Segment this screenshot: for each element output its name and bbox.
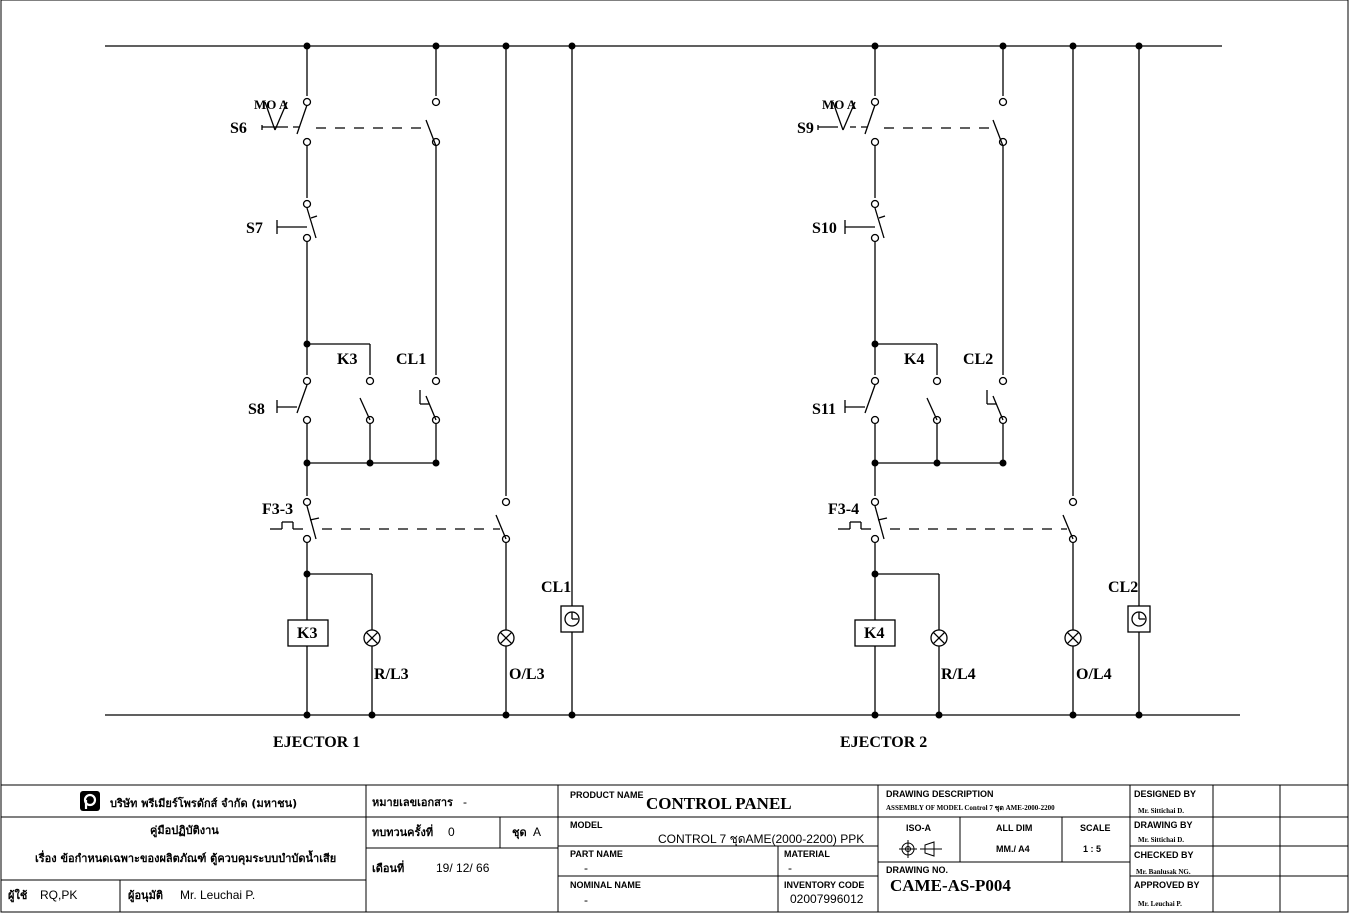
dim-label: ALL DIM [996, 823, 1032, 833]
designed-by-value: Mr. Sittichai D. [1138, 807, 1184, 815]
inventory-code-label: INVENTORY CODE [784, 880, 864, 890]
mode-label-2: MO A [822, 97, 857, 112]
doc-no-label: หมายเลขเอกสาร [372, 796, 453, 809]
approver-label: ผู้อนุมัติ [128, 889, 163, 903]
title-block [1, 784, 1349, 912]
dim-value: MM./ A4 [996, 844, 1030, 854]
start-label-1: S8 [248, 401, 265, 418]
model-value: CONTROL 7 ชุดAME(2000-2200) PPK [658, 832, 864, 847]
user-value: RQ,PK [40, 888, 77, 902]
ejector-1-title: EJECTOR 1 [273, 734, 360, 751]
revision-label: ทบทวนครั้งที่ [372, 824, 433, 839]
start-label-2: S11 [812, 401, 836, 418]
iso-label: ISO-A [906, 823, 932, 833]
drawing-desc-label: DRAWING DESCRIPTION [886, 789, 994, 799]
stop-label-1: S7 [246, 220, 263, 237]
timer-contact-label-2: CL2 [963, 351, 993, 368]
ejector-2-circuit [650, 45, 1240, 716]
ejector-2-junctions [871, 42, 1143, 719]
run-lamp-label-1: R/L3 [374, 666, 409, 683]
approved-by-value: Mr. Leuchai P. [1138, 900, 1182, 908]
checked-by-value: Mr. Banlusak NG. [1136, 868, 1191, 876]
approver-value: Mr. Leuchai P. [180, 888, 255, 902]
projection-symbol-icon [899, 840, 942, 858]
set-value: A [533, 825, 541, 839]
month-label: เดือนที่ [372, 860, 404, 875]
coil-k4-box [854, 619, 896, 647]
user-label: ผู้ใช้ [8, 888, 28, 903]
ejector-1-circuit [105, 45, 650, 716]
doc-no-value: - [463, 795, 467, 809]
mode-label-1: MO A [254, 97, 289, 112]
ejector-2-labels: MO A S9 S10 K4 CL2 S11 F3-4 K4 R/L4 O/L4… [797, 97, 1138, 751]
subject-title: เรื่อง ข้อกำหนดเฉพาะของผลิตภัณฑ์ ตู้ควบค… [35, 850, 336, 866]
coil-label-2: K4 [864, 625, 884, 642]
model-label: MODEL [570, 820, 603, 830]
overload-label-2: F3-4 [828, 501, 859, 518]
ejector-1-junctions [303, 42, 576, 719]
timer-contact-label-1: CL1 [396, 351, 426, 368]
company-logo [80, 791, 100, 811]
drawing-by-label: DRAWING BY [1134, 820, 1193, 830]
title-block-text: บริษัท พรีเมียร์โพรดักส์ จำกัด (มหาชน) ห… [8, 789, 1200, 908]
manual-title: คู่มือปฏิบัติงาน [150, 824, 219, 838]
scale-label: SCALE [1080, 823, 1111, 833]
timer-label-1: CL1 [541, 579, 571, 596]
scale-value: 1 : 5 [1083, 844, 1101, 854]
company-name: บริษัท พรีเมียร์โพรดักส์ จำกัด (มหาชน) [110, 796, 297, 810]
run-lamp-label-2: R/L4 [941, 666, 976, 683]
aux-contact-label-2: K4 [904, 351, 924, 368]
nominal-name-value: - [584, 893, 588, 907]
drawing-no-label: DRAWING NO. [886, 865, 948, 875]
material-value: - [788, 861, 792, 875]
ejector-2-title: EJECTOR 2 [840, 734, 927, 751]
trip-lamp-label-1: O/L3 [509, 666, 545, 683]
inventory-code-value: 02007996012 [790, 892, 864, 906]
timer-label-2: CL2 [1108, 579, 1138, 596]
trip-lamp-label-2: O/L4 [1076, 666, 1112, 683]
material-label: MATERIAL [784, 849, 830, 859]
revision-value: 0 [448, 825, 455, 839]
coil-label-1: K3 [297, 625, 317, 642]
ejector-1-labels: MO A S6 S7 K3 CL1 S8 F3-3 K3 R/L3 O/L3 C… [230, 97, 571, 751]
product-name: CONTROL PANEL [646, 794, 792, 813]
overload-label-1: F3-3 [262, 501, 293, 518]
drawing-no-value: CAME-AS-P004 [890, 876, 1011, 895]
month-value: 19/ 12/ 66 [436, 861, 490, 875]
coil-k3-box [287, 619, 329, 647]
nominal-name-label: NOMINAL NAME [570, 880, 641, 890]
selector-label-2: S9 [797, 120, 814, 137]
designed-by-label: DESIGNED BY [1134, 789, 1196, 799]
part-name-label: PART NAME [570, 849, 623, 859]
checked-by-label: CHECKED BY [1134, 850, 1194, 860]
part-name-value: - [584, 861, 588, 875]
stop-label-2: S10 [812, 220, 837, 237]
set-label: ชุด [512, 826, 527, 840]
drawing-desc-value: ASSEMBLY OF MODEL Control 7 ชุด AME-2000… [886, 804, 1055, 812]
aux-contact-label-1: K3 [337, 351, 357, 368]
drawing-by-value: Mr. Sittichai D. [1138, 836, 1184, 844]
product-name-label: PRODUCT NAME [570, 790, 644, 800]
selector-label-1: S6 [230, 120, 247, 137]
approved-by-label: APPROVED BY [1134, 880, 1200, 890]
